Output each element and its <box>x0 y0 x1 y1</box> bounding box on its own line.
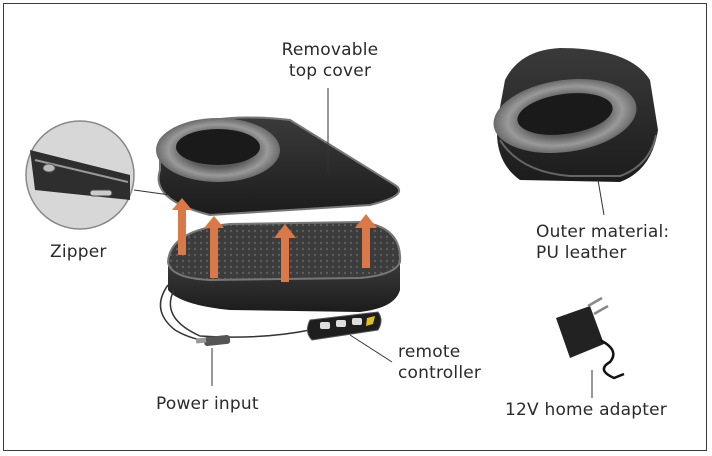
remote-label-line1: remote <box>398 342 461 362</box>
heat-arrows <box>172 198 377 282</box>
top-cover-label: Removable top cover <box>270 40 390 82</box>
remote-label-line2: controller <box>398 363 482 383</box>
zipper-pull-icon <box>42 163 113 197</box>
upward-arrow-icon <box>172 198 192 255</box>
zipper-label: Zipper <box>50 242 107 262</box>
power-plug-icon <box>195 334 231 347</box>
outer-material-label-line1: Outer material: <box>536 222 670 242</box>
outer-material-label-line2: PU leather <box>536 243 627 263</box>
power-input-label: Power input <box>156 394 259 414</box>
outer-material-label: Outer material: PU leather <box>536 222 669 264</box>
top-cover-label-line1: Removable <box>281 40 379 60</box>
top-cover <box>156 116 401 217</box>
upward-arrow-icon <box>204 216 224 278</box>
adapter-label: 12V home adapter <box>505 400 667 420</box>
upward-arrow-icon <box>274 224 296 282</box>
remote-controller <box>306 311 382 341</box>
zipper-detail <box>25 120 171 230</box>
remote-controller-label: remote controller <box>398 342 481 384</box>
top-cover-label-line2: top cover <box>288 61 372 81</box>
power-adapter <box>556 296 625 380</box>
outer-shell-product <box>493 48 658 182</box>
upward-arrow-icon <box>355 214 377 268</box>
